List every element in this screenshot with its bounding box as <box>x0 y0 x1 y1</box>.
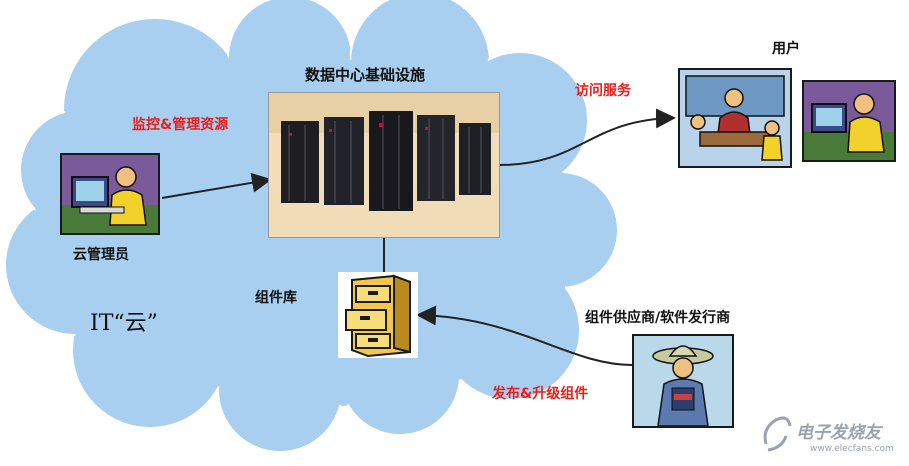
users-meeting-clipart <box>678 68 792 168</box>
arrow-admin-to-datacenter <box>161 172 272 199</box>
user-clipart <box>802 80 896 162</box>
arrow-vendor-to-library <box>416 305 633 366</box>
vendor-action-label: 发布&升级组件 <box>492 386 589 402</box>
watermark-brand: 电子发烧友 <box>796 423 881 443</box>
watermark: 电子发烧友 www.elecfans.com <box>760 412 905 462</box>
datacenter-image <box>268 92 500 238</box>
watermark-logo-icon <box>763 416 792 452</box>
filing-cabinet-icon <box>338 272 418 358</box>
vendor-clipart <box>632 334 734 428</box>
users-label: 用户 <box>772 41 800 57</box>
library-label: 组件库 <box>255 290 297 306</box>
arrow-datacenter-to-users <box>499 108 676 166</box>
admin-clipart <box>60 153 160 235</box>
datacenter-label: 数据中心基础设施 <box>305 66 426 84</box>
watermark-url: www.elecfans.com <box>810 444 894 454</box>
users-action-label: 访问服务 <box>575 83 631 99</box>
admin-label: 云管理员 <box>73 247 129 263</box>
admin-action-label: 监控&管理资源 <box>132 117 229 133</box>
cloud-name-label: IT“云” <box>90 311 158 336</box>
vendor-label: 组件供应商/软件发行商 <box>585 310 731 326</box>
